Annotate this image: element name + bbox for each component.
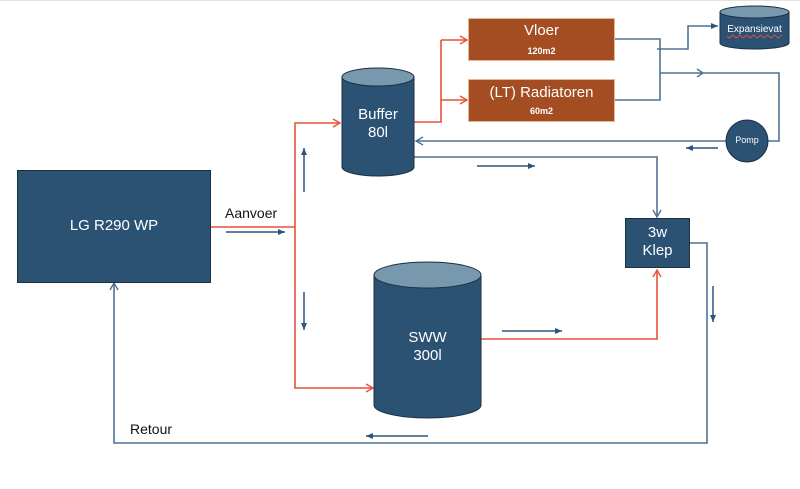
return-line-buffer-to-valve <box>414 156 662 219</box>
return-line-valve-to-heatpump <box>109 242 708 444</box>
floor-heating-area: 120m2 <box>527 46 556 56</box>
top-border <box>0 0 800 1</box>
floor-heating-title: Vloer <box>523 22 560 39</box>
buffer-tank[interactable] <box>341 67 415 177</box>
buffer-volume: 80l <box>367 124 389 141</box>
return-label: Retour <box>130 421 173 437</box>
return-line-chevron <box>696 68 705 78</box>
dhw-label: SWW 300l <box>374 329 481 365</box>
expansion-vessel-label: Expansievat <box>727 24 782 35</box>
buffer-label: Buffer 80l <box>342 106 414 142</box>
buffer-name: Buffer <box>358 106 398 123</box>
radiators-area: 60m2 <box>529 106 554 116</box>
pump[interactable] <box>725 119 769 163</box>
heat-pump-label: LG R290 WP <box>69 217 159 234</box>
return-line-floor <box>615 38 661 101</box>
return-line-to-expansion <box>657 23 718 50</box>
supply-line-dhw-to-valve <box>481 268 662 340</box>
three-way-valve-line1: 3w <box>647 224 668 241</box>
supply-line-to-buffer <box>294 118 342 227</box>
supply-line-to-dhw <box>294 227 375 393</box>
dhw-tank[interactable] <box>373 261 482 419</box>
supply-label: Aanvoer <box>225 205 278 221</box>
floor-heating-box[interactable]: Vloer 120m2 <box>468 18 615 61</box>
radiators-title: (LT) Radiatoren <box>489 84 594 101</box>
pump-label: Pomp <box>735 135 759 145</box>
dhw-name: SWW <box>408 329 447 346</box>
supply-line-buffer-junction <box>414 40 442 123</box>
radiators-box[interactable]: (LT) Radiatoren 60m2 <box>468 79 615 122</box>
dhw-volume: 300l <box>413 347 442 364</box>
supply-lines <box>210 35 662 393</box>
flow-arrows <box>226 145 718 439</box>
three-way-valve-line2: Klep <box>642 242 673 259</box>
expansion-vessel[interactable] <box>719 5 790 50</box>
three-way-valve-box[interactable]: 3w Klep <box>625 218 690 268</box>
return-lines <box>109 23 780 444</box>
return-line-to-pump <box>660 72 780 142</box>
heat-pump-box[interactable]: LG R290 WP <box>17 170 211 283</box>
three-way-valve-label: 3w Klep <box>626 224 689 260</box>
